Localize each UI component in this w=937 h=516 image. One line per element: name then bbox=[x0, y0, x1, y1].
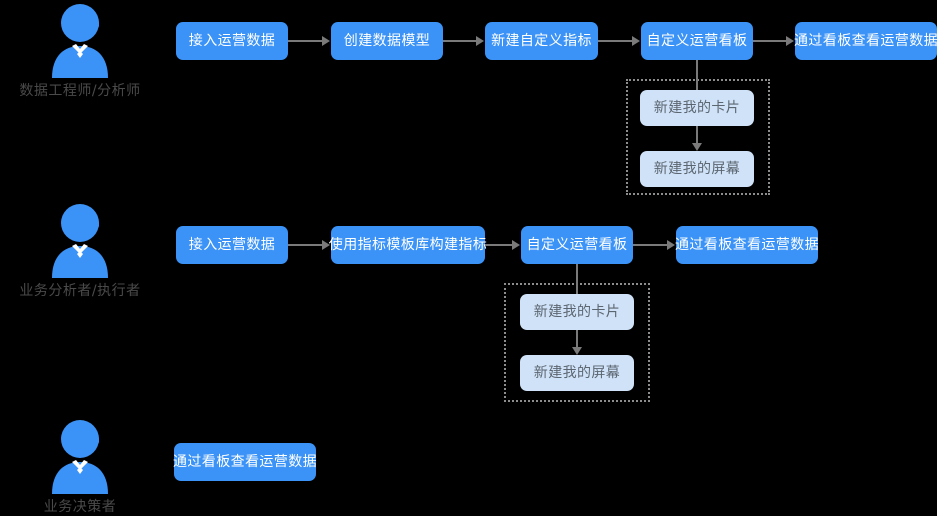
person-avatar-icon bbox=[52, 4, 108, 78]
persona-label: 业务分析者/执行者 bbox=[19, 283, 141, 299]
connector-arrowhead bbox=[476, 36, 484, 46]
persona-business-analyst: 业务分析者/执行者 bbox=[0, 204, 160, 300]
connector-arrowhead bbox=[692, 143, 702, 151]
connector-arrowhead bbox=[572, 347, 582, 355]
flow-node[interactable]: 创建数据模型 bbox=[331, 22, 443, 60]
person-avatar-icon bbox=[52, 204, 108, 278]
connector-line bbox=[696, 60, 698, 90]
flow-node[interactable]: 新建我的屏幕 bbox=[520, 355, 634, 391]
person-avatar-icon bbox=[52, 420, 108, 494]
connector-arrowhead bbox=[512, 240, 520, 250]
subgroup-container bbox=[626, 79, 770, 195]
persona-label: 数据工程师/分析师 bbox=[19, 83, 141, 99]
connector-arrowhead bbox=[667, 240, 675, 250]
persona-business-decision-maker: 业务决策者 bbox=[0, 420, 160, 516]
connector-arrowhead bbox=[322, 240, 330, 250]
flow-node[interactable]: 自定义运营看板 bbox=[521, 226, 633, 264]
flow-node[interactable]: 接入运营数据 bbox=[176, 22, 288, 60]
flow-node[interactable]: 通过看板查看运营数据 bbox=[794, 22, 937, 60]
connector-line bbox=[576, 264, 578, 294]
connector-line bbox=[753, 40, 787, 42]
connector-line bbox=[598, 40, 633, 42]
flow-node[interactable]: 使用指标模板库构建指标 bbox=[329, 226, 487, 264]
flow-node[interactable]: 新建我的卡片 bbox=[640, 90, 754, 126]
flow-node[interactable]: 通过看板查看运营数据 bbox=[173, 443, 317, 481]
connector-line bbox=[576, 330, 578, 348]
flow-node[interactable]: 接入运营数据 bbox=[176, 226, 288, 264]
persona-label: 业务决策者 bbox=[43, 499, 117, 515]
flow-node[interactable]: 新建我的屏幕 bbox=[640, 151, 754, 187]
connector-arrowhead bbox=[632, 36, 640, 46]
connector-line bbox=[443, 40, 477, 42]
connector-line bbox=[485, 244, 513, 246]
flow-node[interactable]: 自定义运营看板 bbox=[641, 22, 753, 60]
connector-arrowhead bbox=[786, 36, 794, 46]
connector-line bbox=[696, 126, 698, 144]
flow-node[interactable]: 新建自定义指标 bbox=[485, 22, 598, 60]
persona-data-engineer: 数据工程师/分析师 bbox=[0, 4, 160, 100]
connector-arrowhead bbox=[322, 36, 330, 46]
connector-line bbox=[288, 244, 323, 246]
flow-node[interactable]: 通过看板查看运营数据 bbox=[675, 226, 819, 264]
connector-line bbox=[288, 40, 323, 42]
flow-node[interactable]: 新建我的卡片 bbox=[520, 294, 634, 330]
connector-line bbox=[633, 244, 668, 246]
